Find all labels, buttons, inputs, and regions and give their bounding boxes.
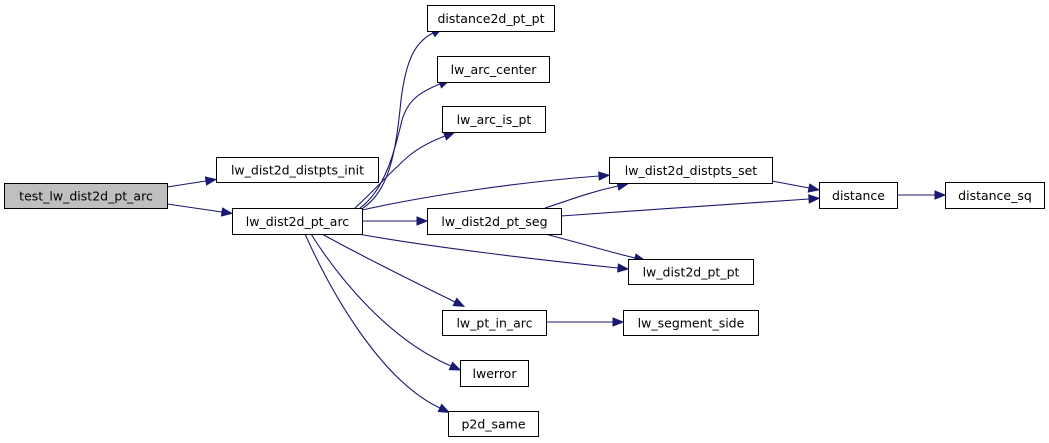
edge-lw_dist2d_pt_seg-to-lw_dist2d_distpts_set	[544, 181, 630, 209]
edge-line	[321, 233, 456, 303]
node-label: distance	[832, 188, 885, 203]
node-box[interactable]	[945, 182, 1045, 209]
node-box[interactable]	[427, 208, 562, 235]
edge-line	[544, 185, 619, 209]
node-label: lw_arc_center	[451, 62, 538, 77]
node-box[interactable]	[442, 310, 547, 336]
arrowhead-icon	[437, 403, 451, 413]
edge-line	[361, 175, 600, 211]
edge-lw_dist2d_distpts_set-to-distance	[771, 180, 821, 193]
edge-lw_dist2d_pt_arc-to-lw_arc_center	[359, 79, 451, 209]
edge-line	[771, 180, 810, 189]
edge-lw_dist2d_pt_arc-to-lw_dist2d_pt_seg	[362, 216, 429, 226]
node-lw_dist2d_pt_arc[interactable]: lw_dist2d_pt_arc	[232, 208, 363, 235]
arrowhead-icon	[598, 171, 611, 181]
node-lw_pt_in_arc[interactable]: lw_pt_in_arc	[442, 310, 547, 336]
edge-test_lw_dist2d_pt_arc-to-lw_dist2d_pt_arc	[166, 203, 234, 217]
arrowhead-icon	[448, 361, 462, 371]
node-box[interactable]	[442, 106, 546, 133]
node-lw_dist2d_pt_seg[interactable]: lw_dist2d_pt_seg	[427, 208, 562, 235]
edge-line	[357, 233, 619, 269]
node-box[interactable]	[232, 208, 363, 235]
node-lw_dist2d_distpts_init[interactable]: lw_dist2d_distpts_init	[216, 157, 379, 183]
node-label: test_lw_dist2d_pt_arc	[19, 189, 153, 204]
arrowhead-icon	[612, 317, 625, 327]
node-box[interactable]	[4, 183, 168, 209]
edge-line	[359, 83, 441, 209]
node-label: p2d_same	[461, 417, 525, 432]
edge-lw_dist2d_pt_arc-to-p2d_same	[304, 233, 451, 413]
edge-lw_pt_in_arc-to-lw_segment_side	[546, 317, 625, 327]
node-label: lw_dist2d_pt_seg	[441, 214, 547, 229]
node-distance[interactable]: distance	[819, 182, 898, 209]
edge-line	[354, 135, 446, 209]
edge-line	[544, 233, 636, 259]
arrowhead-icon	[416, 216, 429, 226]
arrowhead-icon	[452, 297, 466, 307]
node-label: lw_dist2d_distpts_set	[625, 163, 758, 178]
arrowhead-icon	[807, 183, 821, 193]
node-box[interactable]	[216, 157, 379, 183]
node-lw_arc_is_pt[interactable]: lw_arc_is_pt	[442, 106, 546, 133]
edge-line	[166, 180, 207, 188]
edge-lw_dist2d_pt_arc-to-lw_dist2d_pt_pt	[357, 233, 630, 273]
node-box[interactable]	[609, 157, 773, 184]
node-p2d_same[interactable]: p2d_same	[448, 411, 539, 437]
node-distance2d_pt_pt[interactable]: distance2d_pt_pt	[427, 5, 555, 32]
edge-lw_dist2d_pt_seg-to-distance	[560, 194, 821, 217]
arrowhead-icon	[204, 176, 218, 186]
node-label: lw_dist2d_pt_pt	[643, 265, 740, 280]
node-box[interactable]	[628, 259, 754, 285]
node-label: lw_segment_side	[638, 316, 745, 331]
edge-lw_dist2d_pt_arc-to-lw_dist2d_distpts_set	[361, 171, 611, 211]
node-box[interactable]	[427, 5, 555, 32]
node-lwerror[interactable]: lwerror	[460, 360, 529, 387]
node-label: lw_arc_is_pt	[457, 112, 532, 127]
edge-distance-to-distance_sq	[897, 190, 947, 200]
node-box[interactable]	[819, 182, 898, 209]
edge-line	[166, 203, 223, 213]
node-box[interactable]	[623, 310, 759, 336]
node-lw_segment_side[interactable]: lw_segment_side	[623, 310, 759, 336]
node-lw_dist2d_pt_pt[interactable]: lw_dist2d_pt_pt	[628, 259, 754, 285]
edge-line	[362, 32, 434, 209]
node-box[interactable]	[460, 360, 529, 387]
node-label: distance_sq	[958, 188, 1032, 203]
arrowhead-icon	[220, 207, 234, 217]
node-label: lw_pt_in_arc	[456, 316, 532, 331]
node-distance_sq[interactable]: distance_sq	[945, 182, 1045, 209]
edge-lw_dist2d_pt_arc-to-lwerror	[310, 233, 462, 371]
node-label: distance2d_pt_pt	[437, 11, 544, 26]
edge-lw_dist2d_pt_seg-to-lw_dist2d_pt_pt	[544, 233, 647, 263]
edge-line	[560, 198, 810, 217]
edge-test_lw_dist2d_pt_arc-to-lw_dist2d_distpts_init	[166, 176, 218, 188]
node-lw_dist2d_distpts_set[interactable]: lw_dist2d_distpts_set	[609, 157, 773, 184]
node-box[interactable]	[448, 411, 539, 437]
node-lw_arc_center[interactable]: lw_arc_center	[437, 56, 550, 83]
nodes-layer: test_lw_dist2d_pt_arc lw_dist2d_distpts_i…	[4, 5, 1045, 437]
node-label: lwerror	[473, 366, 518, 381]
arrowhead-icon	[442, 131, 456, 141]
node-label: lw_dist2d_pt_arc	[246, 214, 350, 229]
node-label: lw_dist2d_distpts_init	[231, 163, 364, 178]
arrowhead-icon	[808, 194, 821, 204]
edge-line	[304, 233, 441, 409]
node-test_lw_dist2d_pt_arc[interactable]: test_lw_dist2d_pt_arc	[4, 183, 168, 209]
edge-line	[310, 233, 452, 367]
edge-lw_dist2d_pt_arc-to-lw_pt_in_arc	[321, 233, 466, 307]
arrowhead-icon	[617, 263, 630, 273]
arrowhead-icon	[934, 190, 947, 200]
node-box[interactable]	[437, 56, 550, 83]
